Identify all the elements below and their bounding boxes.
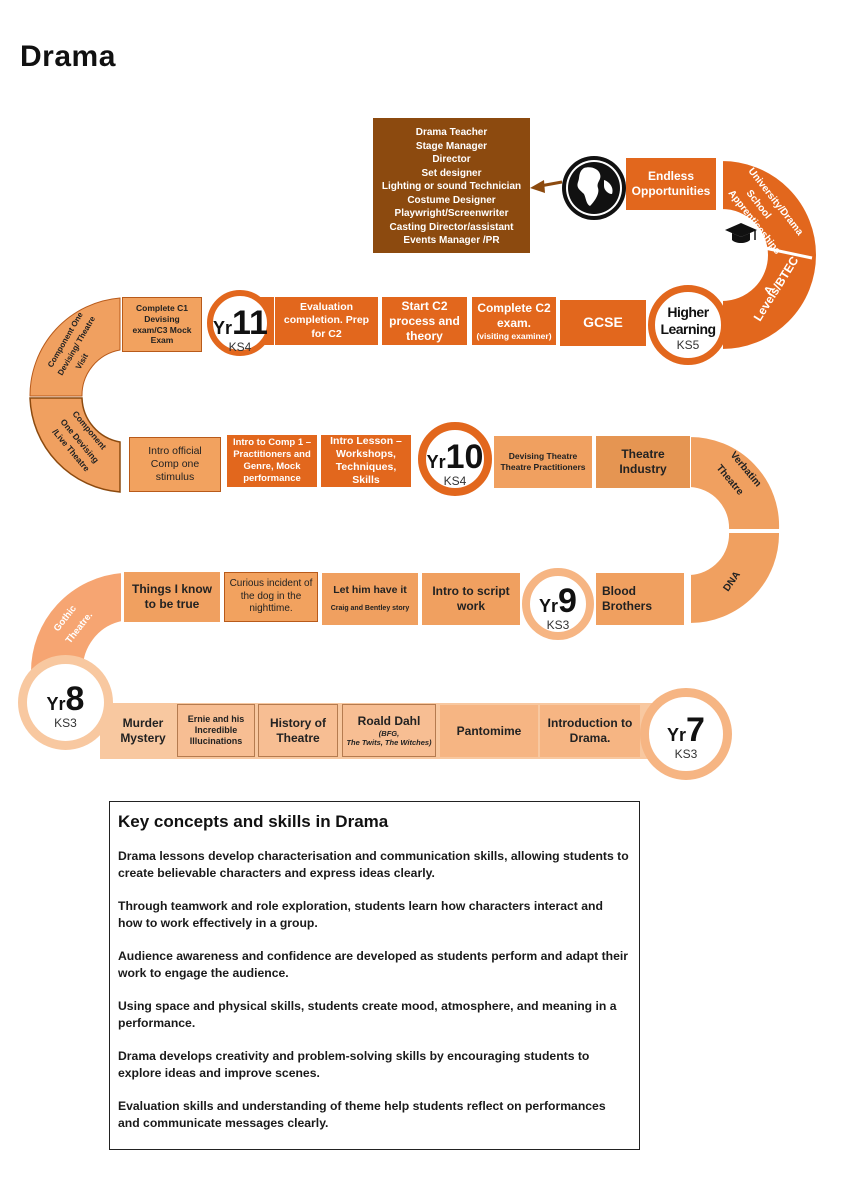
yr8-ks: KS3	[54, 716, 77, 730]
theatre-industry-step: Theatre Industry	[596, 436, 690, 488]
yr11-label: Yr11	[213, 304, 268, 342]
let-him-note: Craig and Bentley story	[330, 605, 410, 613]
curve-right	[689, 434, 782, 531]
yr8-label: Yr8	[46, 680, 85, 718]
devising-theatre-step: Devising Theatre Theatre Practitioners	[494, 436, 592, 488]
higher-learning-title: Higher Learning	[660, 304, 716, 337]
yr11-ks: KS4	[228, 340, 252, 354]
career-item: Drama Teacher	[415, 127, 488, 138]
intro-script-step: Intro to script work	[422, 573, 520, 625]
blood-brothers-step: Blood Brothers	[596, 573, 684, 625]
yr9-label: Yr9	[539, 582, 577, 620]
career-item: Casting Director/assistant	[389, 221, 514, 233]
complete-c2-step: Complete C2 exam. (visiting examiner)	[472, 297, 556, 345]
globe-icon	[562, 156, 626, 220]
roald-dahl-step: Roald Dahl (BFG, The Twits, The Witches)	[342, 704, 436, 757]
curve-gothic	[28, 570, 123, 673]
key-concepts-panel: Key concepts and skills in Drama Drama l…	[109, 801, 640, 1150]
career-item: Costume Designer	[407, 194, 496, 206]
let-him-step: Let him have it Craig and Bentley story	[322, 573, 418, 625]
roald-dahl-note-2: The Twits, The Witches)	[346, 738, 432, 747]
murder-mystery-step: Murder Mystery	[110, 705, 176, 757]
endless-opportunities: Endless Opportunities	[626, 158, 716, 210]
things-i-know-step: Things I know to be true	[124, 572, 220, 622]
key-concept-paragraph: Through teamwork and role exploration, s…	[118, 899, 603, 930]
ernie-step: Ernie and his Incredible Illucinations	[177, 704, 255, 757]
intro-official-step: Intro official Comp one stimulus	[129, 437, 221, 492]
higher-learning-badge: Higher Learning KS5	[648, 285, 728, 365]
start-c2-step: Start C2 process and theory	[382, 297, 467, 345]
career-item: Events Manager /PR	[403, 235, 500, 246]
career-item: Playwright/Screenwriter	[394, 208, 509, 219]
yr7-badge: Yr7 KS3	[640, 688, 732, 780]
careers-list: Drama Teacher Stage Manager Director Set…	[373, 118, 530, 253]
key-concept-paragraph: Drama lessons develop characterisation a…	[118, 849, 629, 880]
yr10-label: Yr10	[426, 438, 484, 476]
key-concept-paragraph: Evaluation skills and understanding of t…	[118, 1099, 606, 1130]
yr7-label: Yr7	[667, 711, 705, 749]
yr7-ks: KS3	[674, 747, 698, 761]
intro-comp1-step: Intro to Comp 1 – Practitioners and Genr…	[227, 435, 317, 487]
intro-lesson-step: Intro Lesson – Workshops, Techniques, Sk…	[321, 435, 411, 487]
yr9-ks: KS3	[546, 618, 570, 632]
gcse-step: GCSE	[560, 300, 646, 346]
curve-left-upper	[29, 297, 121, 397]
key-concepts-heading: Key concepts and skills in Drama	[118, 812, 389, 831]
history-of-theatre-step: History of Theatre	[258, 704, 338, 757]
yr10-badge: Yr10 KS4	[418, 422, 492, 496]
key-concept-paragraph: Using space and physical skills, student…	[118, 999, 617, 1030]
page-title: Drama	[20, 40, 116, 73]
yr9-badge: Yr9 KS3	[522, 568, 594, 640]
curious-incident-step: Curious incident of the dog in the night…	[224, 572, 318, 622]
roald-dahl-label: Roald Dahl	[357, 713, 421, 728]
graduation-cap-icon	[725, 223, 757, 243]
curve-right-lower	[689, 531, 782, 626]
complete-c2-note: (visiting examiner)	[476, 330, 552, 341]
curve-top-right	[721, 158, 818, 352]
evaluation-step: Evaluation completion. Prep for C2	[275, 297, 378, 345]
career-item: Director	[432, 154, 471, 165]
curve-left-lower	[29, 397, 121, 493]
ks5-label: KS5	[676, 338, 700, 352]
yr10-ks: KS4	[443, 474, 467, 488]
intro-drama-step: Introduction to Drama.	[540, 705, 640, 757]
yr11-badge: Yr11 KS4	[207, 290, 273, 356]
complete-c1-step: Complete C1 Devising exam/C3 Mock Exam	[122, 297, 202, 352]
yr8-badge: Yr8 KS3	[18, 655, 113, 750]
career-item: Stage Manager	[415, 140, 488, 152]
pantomime-step: Pantomime	[440, 705, 538, 757]
let-him-label: Let him have it	[333, 584, 407, 597]
complete-c2-label: Complete C2 exam.	[477, 300, 551, 330]
key-concept-paragraph: Drama develops creativity and problem-so…	[118, 1049, 590, 1080]
key-concept-paragraph: Audience awareness and confidence are de…	[118, 949, 628, 980]
career-item: Lighting or sound Technician	[381, 181, 522, 192]
roald-dahl-note-1: (BFG,	[378, 728, 400, 738]
career-item: Set designer	[421, 167, 482, 179]
